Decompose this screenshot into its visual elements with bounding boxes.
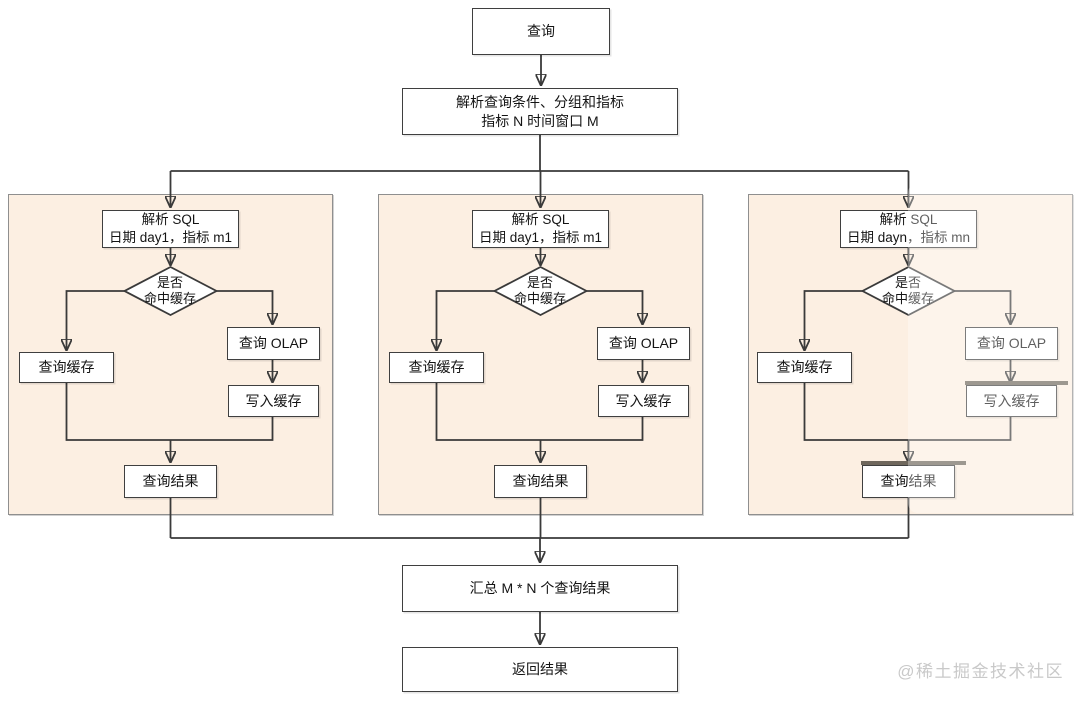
watermark: @稀土掘金技术社区 bbox=[897, 662, 1064, 681]
cache-hit-decision: 是否 命中缓存 bbox=[122, 267, 218, 315]
query-cache-label: 查询缓存 bbox=[776, 359, 833, 376]
query-result-node: 查询结果 bbox=[861, 461, 966, 498]
decision-line2: 命中缓存 bbox=[513, 291, 566, 306]
query-cache-node: 查询缓存 bbox=[19, 352, 114, 383]
write-cache-label: 写入缓存 bbox=[615, 392, 672, 409]
query-cache-node: 查询缓存 bbox=[389, 352, 484, 383]
parse-conditions-line2: 指标 N 时间窗口 M bbox=[481, 112, 599, 129]
highlight-overlay bbox=[908, 183, 1080, 513]
query-cache-node: 查询缓存 bbox=[757, 352, 852, 383]
decision-line1: 是否 bbox=[526, 274, 553, 290]
query-result-label: 查询结果 bbox=[880, 473, 937, 490]
query-olap-label: 查询 OLAP bbox=[976, 335, 1047, 352]
parse-conditions-line1: 解析查询条件、分组和指标 bbox=[456, 94, 624, 111]
start-node: 查询 bbox=[472, 8, 610, 55]
parse-sql-line1: 解析 SQL bbox=[511, 212, 570, 228]
decision-line1: 是否 bbox=[156, 274, 183, 290]
query-result-label: 查询结果 bbox=[142, 473, 199, 490]
decision-line2: 命中缓存 bbox=[881, 291, 934, 306]
aggregate-label: 汇总 M * N 个查询结果 bbox=[469, 580, 611, 597]
query-cache-label: 查询缓存 bbox=[38, 359, 95, 376]
parse-conditions-node: 解析查询条件、分组和指标 指标 N 时间窗口 M bbox=[402, 88, 678, 135]
cache-hit-decision: 是否 命中缓存 bbox=[860, 267, 956, 315]
parse-sql-node: 解析 SQL 日期 dayn，指标 mn bbox=[840, 210, 977, 248]
query-result-label: 查询结果 bbox=[512, 473, 569, 490]
return-label: 返回结果 bbox=[512, 661, 568, 678]
parse-sql-line1: 解析 SQL bbox=[141, 212, 200, 228]
parse-sql-node: 解析 SQL 日期 day1，指标 m1 bbox=[102, 210, 239, 248]
write-cache-label: 写入缓存 bbox=[983, 392, 1040, 409]
aggregate-node: 汇总 M * N 个查询结果 bbox=[402, 565, 678, 612]
query-result-node: 查询结果 bbox=[494, 465, 587, 498]
parse-sql-line2: 日期 day1，指标 m1 bbox=[478, 230, 603, 245]
query-olap-node: 查询 OLAP bbox=[965, 327, 1058, 360]
decision-line1: 是否 bbox=[894, 274, 921, 290]
write-cache-node: 写入缓存 bbox=[598, 385, 689, 417]
query-olap-label: 查询 OLAP bbox=[238, 335, 309, 352]
parse-sql-node: 解析 SQL 日期 day1，指标 m1 bbox=[472, 210, 609, 248]
write-cache-node: 写入缓存 bbox=[228, 385, 319, 417]
query-olap-label: 查询 OLAP bbox=[608, 335, 679, 352]
query-olap-node: 查询 OLAP bbox=[597, 327, 690, 360]
cache-hit-decision: 是否 命中缓存 bbox=[492, 267, 588, 315]
query-cache-label: 查询缓存 bbox=[408, 359, 465, 376]
start-label: 查询 bbox=[527, 23, 555, 40]
write-cache-label: 写入缓存 bbox=[245, 392, 302, 409]
write-cache-node: 写入缓存 bbox=[965, 381, 1068, 417]
decision-line2: 命中缓存 bbox=[143, 291, 196, 306]
parse-sql-line1: 解析 SQL bbox=[879, 212, 938, 228]
query-result-node: 查询结果 bbox=[124, 465, 217, 498]
query-olap-node: 查询 OLAP bbox=[227, 327, 320, 360]
return-node: 返回结果 bbox=[402, 647, 678, 692]
parse-sql-line2: 日期 dayn，指标 mn bbox=[846, 230, 971, 245]
parse-sql-line2: 日期 day1，指标 m1 bbox=[108, 230, 233, 245]
